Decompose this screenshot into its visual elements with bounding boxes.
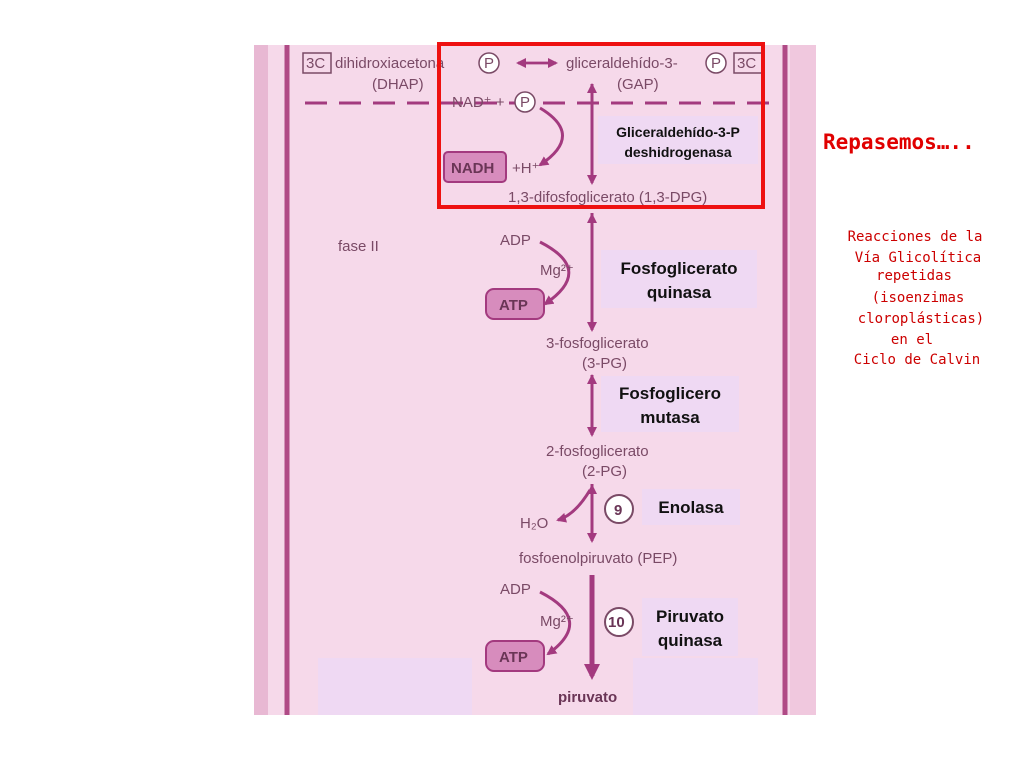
gap-abbrev: (GAP) xyxy=(617,76,659,93)
gap-name: gliceraldehído-3- xyxy=(566,55,678,72)
step7-mg: Mg²⁺ xyxy=(540,262,574,279)
nad-phosphate-text: P xyxy=(520,94,530,111)
gap-phosphate-text: P xyxy=(711,55,721,72)
side-line-4: (isoenzimas xyxy=(872,290,965,306)
enzyme-enolase: Enolasa xyxy=(658,498,724,517)
dhap-carbon-tag-text: 3C xyxy=(306,55,325,72)
product-2pg-abbrev: (2-PG) xyxy=(582,463,627,480)
enzyme-pgm-line1: Fosfoglicero xyxy=(619,384,721,403)
step10-adp: ADP xyxy=(500,581,531,598)
enzyme-pgk-line1: Fosfoglicerato xyxy=(620,259,737,278)
step6-cofactor-curve xyxy=(538,106,564,167)
enzyme-gapdh-line2: deshidrogenasa xyxy=(624,144,732,160)
product-pyruvate: piruvato xyxy=(558,689,617,706)
gap-phosphate-icon xyxy=(705,52,727,74)
panel-right-border xyxy=(790,45,816,715)
enzyme-gapdh-line1: Gliceraldehído-3-P xyxy=(616,124,740,140)
side-line-3: repetidas xyxy=(876,268,952,284)
nadh-box xyxy=(443,151,507,183)
enzyme-box-gapdh xyxy=(598,116,758,164)
side-line-5: cloroplásticas) xyxy=(858,311,984,327)
nad-phosphate-icon xyxy=(514,91,536,113)
side-line-2: Vía Glicolítica xyxy=(855,250,981,266)
nadh-label: NADH xyxy=(451,160,494,177)
dhap-phosphate-icon xyxy=(478,52,500,74)
step10-cofactor-curve xyxy=(539,590,572,656)
enzyme-box-pgm xyxy=(601,376,739,432)
enzyme-pgk-line2: quinasa xyxy=(647,283,712,302)
step10-number-icon xyxy=(604,607,634,637)
enzyme-pk-line2: quinasa xyxy=(658,631,723,650)
nad-label: NAD⁺ + xyxy=(452,94,505,111)
overlay-patch-left xyxy=(318,658,472,715)
step10-atp: ATP xyxy=(499,649,528,666)
step7-atp: ATP xyxy=(499,297,528,314)
enzyme-box-pk xyxy=(642,598,738,656)
dhap-phosphate-text: P xyxy=(484,55,494,72)
enzyme-pk-line1: Piruvato xyxy=(656,607,724,626)
side-line-7: Ciclo de Calvin xyxy=(854,352,980,368)
step7-adp: ADP xyxy=(500,232,531,249)
step9-water: H₂O xyxy=(520,515,548,532)
product-3pg-abbrev: (3-PG) xyxy=(582,355,627,372)
side-line-6: en el xyxy=(891,332,933,348)
h-plus-label: +H⁺ xyxy=(512,160,540,177)
enzyme-box-enolase xyxy=(642,489,740,525)
side-title: Repasemos….. xyxy=(823,130,975,154)
step9-number: 9 xyxy=(614,502,622,519)
gap-carbon-tag-text: 3C xyxy=(737,55,756,72)
product-13dpg: 1,3-difosfoglicerato (1,3-DPG) xyxy=(508,189,707,206)
enzyme-pgm-line2: mutasa xyxy=(640,408,700,427)
dhap-carbon-tag xyxy=(302,52,332,74)
step9-water-curve xyxy=(556,489,592,523)
side-note: Reacciones de la Vía Glicolítica repetid… xyxy=(848,229,985,368)
overlay-patch-right xyxy=(633,658,758,715)
phase-label: fase II xyxy=(338,238,379,255)
product-2pg: 2-fosfoglicerato xyxy=(546,443,649,460)
step10-atp-box xyxy=(485,640,545,672)
step7-atp-box xyxy=(485,288,545,320)
panel-left-border xyxy=(254,45,268,715)
side-line-1: Reacciones de la xyxy=(848,229,983,245)
dhap-name: dihidroxiacetona xyxy=(335,55,445,72)
step10-number: 10 xyxy=(608,614,625,631)
enzyme-box-pgk xyxy=(601,250,757,308)
product-pep: fosfoenolpiruvato (PEP) xyxy=(519,550,677,567)
step10-mg: Mg²⁺ xyxy=(540,613,574,630)
step9-number-icon xyxy=(604,494,634,524)
product-3pg: 3-fosfoglicerato xyxy=(546,335,649,352)
dhap-abbrev: (DHAP) xyxy=(372,76,424,93)
step7-cofactor-curve xyxy=(539,240,571,306)
highlight-box xyxy=(437,42,765,209)
